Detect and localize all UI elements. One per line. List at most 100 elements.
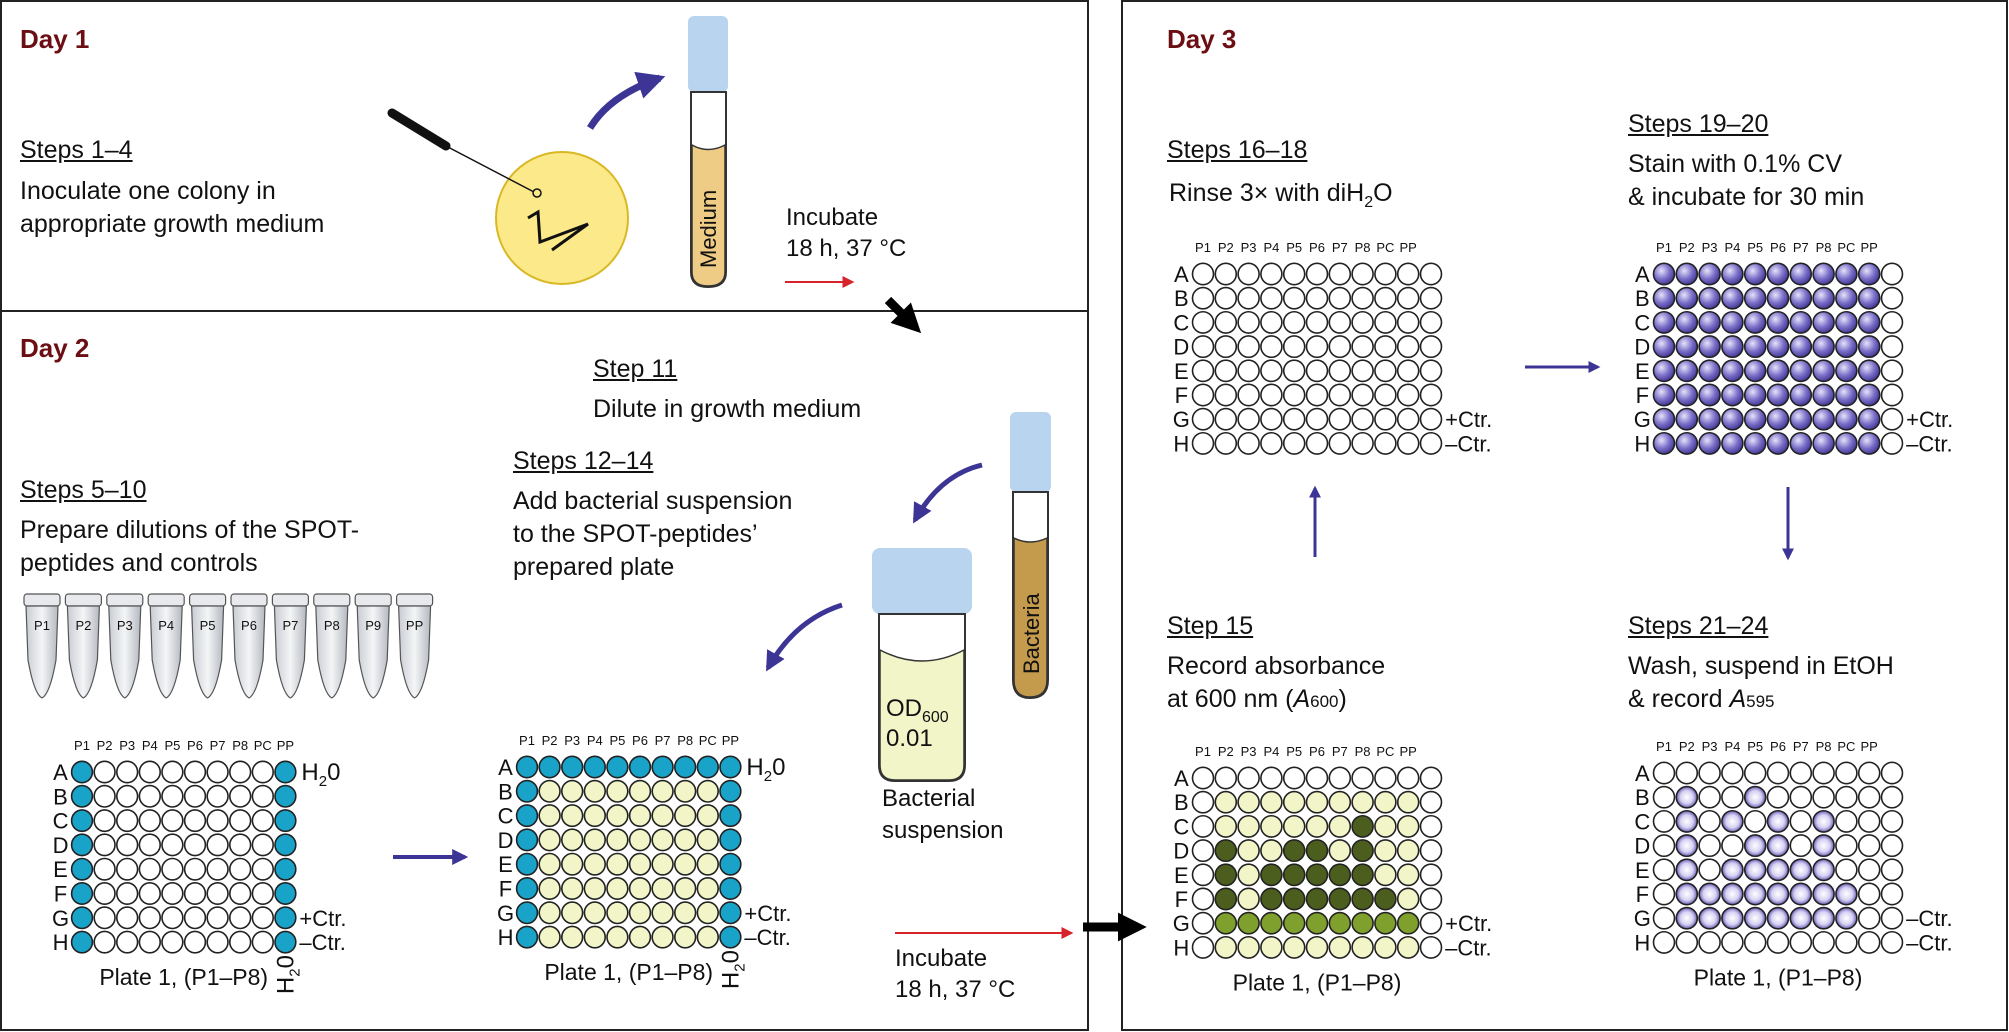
plate-well xyxy=(1374,935,1397,959)
column-label: P2 xyxy=(1679,739,1695,754)
column-label: PP xyxy=(277,738,294,753)
plate-well xyxy=(1237,863,1260,887)
plate-well xyxy=(1698,262,1721,286)
plate-well xyxy=(1789,906,1813,930)
dilution-tube: P2 xyxy=(64,593,103,699)
plate-well xyxy=(1789,809,1813,833)
plate-well xyxy=(1374,814,1397,838)
plate-well xyxy=(1282,262,1306,286)
plate-well xyxy=(1328,814,1352,838)
plate-well xyxy=(1351,262,1374,286)
plate-well xyxy=(251,760,274,784)
plate-well xyxy=(1789,930,1813,954)
plate-well xyxy=(1214,262,1238,286)
plus-ctr-label: +Ctr. xyxy=(1906,407,1953,432)
plate-well xyxy=(251,784,274,808)
column-label: P1 xyxy=(74,738,90,753)
plate-well xyxy=(1396,766,1420,790)
plate-well xyxy=(1857,359,1881,383)
column-label: P1 xyxy=(1656,240,1672,255)
plate-well xyxy=(1880,335,1904,359)
plate-well xyxy=(1698,407,1721,431)
plate-well xyxy=(1374,262,1397,286)
plate-well xyxy=(1214,383,1238,407)
column-label: P4 xyxy=(1724,240,1740,255)
column-label: P2 xyxy=(1218,240,1234,255)
plate-well xyxy=(1191,911,1215,935)
plate-well xyxy=(606,877,629,900)
plate-well xyxy=(1675,407,1699,431)
plate-well xyxy=(274,857,297,881)
plate-well xyxy=(1237,286,1260,310)
dilution-tube: P5 xyxy=(189,593,227,699)
plate-well xyxy=(1675,761,1699,785)
plate-well xyxy=(1191,766,1215,790)
plate-well xyxy=(1260,839,1283,863)
plate-well xyxy=(1835,431,1858,455)
plate-well xyxy=(1374,790,1397,814)
plate-well xyxy=(1419,383,1443,407)
suspension-container xyxy=(872,548,972,782)
plate-well xyxy=(1328,431,1352,455)
plate-well xyxy=(251,809,274,833)
plate-well xyxy=(1419,814,1443,838)
plate-well xyxy=(1282,310,1306,334)
plate-well xyxy=(1305,766,1329,790)
h2o-side-label: H20 xyxy=(272,955,303,994)
plate-well xyxy=(1191,359,1215,383)
plate-well xyxy=(1396,407,1420,431)
plate-well xyxy=(1698,930,1721,954)
plate-well xyxy=(515,925,539,949)
plate-well xyxy=(1812,407,1835,431)
plate-well xyxy=(1191,262,1215,286)
plate-well xyxy=(1374,911,1397,935)
plate-well xyxy=(93,784,116,808)
plate-well xyxy=(1282,359,1306,383)
column-label: P5 xyxy=(1286,240,1302,255)
plate-well xyxy=(1305,286,1329,310)
plate-well xyxy=(138,760,161,784)
plate-well xyxy=(1812,359,1835,383)
day2-panel xyxy=(0,310,1089,1031)
plate-well xyxy=(1835,262,1858,286)
plate-well xyxy=(561,925,584,949)
bacteria-tube-label: Bacteria xyxy=(1019,593,1044,674)
plate-well xyxy=(1419,335,1443,359)
plate-well xyxy=(1698,359,1721,383)
day1-title: Day 1 xyxy=(20,24,90,54)
plate-well xyxy=(116,930,139,954)
plate-well xyxy=(1743,858,1767,882)
plate-well xyxy=(696,901,719,925)
plate-well xyxy=(1675,785,1699,809)
plate-well xyxy=(1812,286,1835,310)
plate-well xyxy=(1812,906,1835,930)
column-label: P7 xyxy=(1332,744,1348,759)
plate-well xyxy=(1237,359,1260,383)
steps-5-10-heading: Steps 5–10 xyxy=(20,476,147,504)
plate-well xyxy=(1698,858,1721,882)
plate-well xyxy=(1880,930,1904,954)
dilution-tube-label: P6 xyxy=(241,618,257,633)
plate-well xyxy=(1237,935,1260,959)
plate-well xyxy=(674,779,697,803)
plate-well xyxy=(1396,935,1420,959)
plate-well xyxy=(1835,906,1858,930)
step-15-line1: Record absorbance xyxy=(1167,652,1386,680)
plus-ctr-label: +Ctr. xyxy=(1445,911,1492,936)
row-label: C xyxy=(1173,814,1189,839)
plate-well xyxy=(1652,930,1676,954)
row-label: E xyxy=(1174,359,1189,384)
day3-title: Day 3 xyxy=(1167,24,1237,54)
plate-well xyxy=(274,809,297,833)
column-label: PP xyxy=(1400,744,1417,759)
plate-well xyxy=(1419,935,1443,959)
plate-well xyxy=(674,852,697,876)
steps-5-10-line1: Prepare dilutions of the SPOT- xyxy=(20,516,360,544)
plate-well xyxy=(1675,359,1699,383)
plate-well xyxy=(1260,887,1283,911)
plate-well xyxy=(1282,839,1306,863)
plate-well xyxy=(1214,814,1238,838)
row-label: D xyxy=(498,828,514,853)
plate-well xyxy=(628,755,652,779)
plus-ctr-label: +Ctr. xyxy=(299,906,346,931)
